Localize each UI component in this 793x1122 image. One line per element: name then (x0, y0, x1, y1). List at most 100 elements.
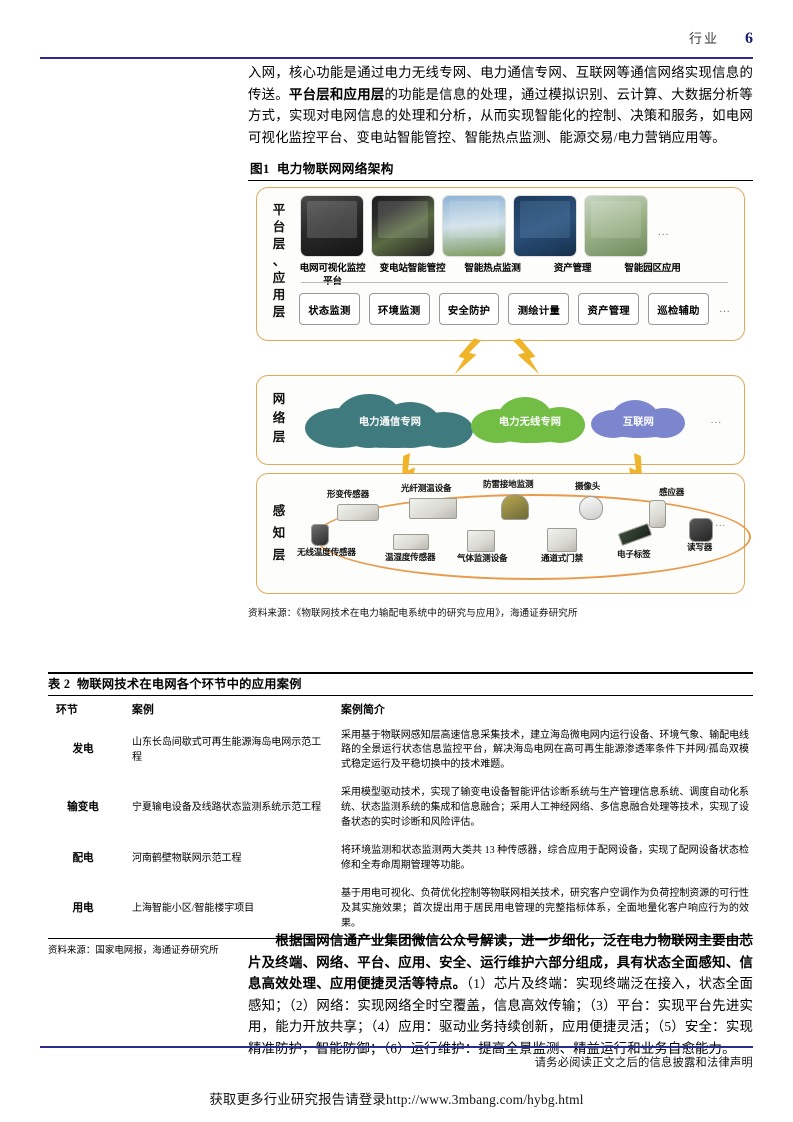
lightning-bolt-icon (451, 335, 483, 380)
thumbnail-hotspot-monitoring-icon (443, 196, 505, 257)
table-row: 配电 河南鹤壁物联网示范工程 将环境监测和状态监测两大类共 13 种传感器，综合… (48, 837, 753, 880)
table-title: 表 2 物联网技术在电网各个环节中的应用案例 (48, 674, 753, 695)
cloud-shape (305, 392, 475, 449)
platform-separator (301, 282, 728, 284)
footer-divider (40, 1046, 753, 1049)
temp-humidity-sensor-icon (393, 534, 429, 551)
table-row: 发电 山东长岛间歇式可再生能源海岛电网示范工程 采用基于物联网感知层高速信息采集… (48, 722, 753, 780)
cloud-power-wireless-network: 电力无线专网 (471, 397, 589, 444)
lightning-ground-monitor-icon (501, 494, 529, 521)
figure-number: 图1 (250, 162, 270, 176)
table-source: 资料来源：国家电网报，海通证券研究所 (48, 946, 219, 957)
app-button: 资产管理 (578, 293, 640, 326)
cell-case: 河南鹤壁物联网示范工程 (132, 852, 242, 864)
platform-thumbnails-ellipsis: ... (658, 226, 670, 239)
platform-caption: 智能热点监测 (464, 263, 521, 275)
header-right-group: 行业 6 (689, 28, 753, 48)
reader-icon (689, 518, 713, 543)
device-lightning-ground-monitor: 防雷接地监测 (483, 479, 534, 521)
footer-disclaimer: 请务必阅读正文之后的信息披露和法律声明 (534, 1057, 753, 1069)
cell-description: 采用基于物联网感知层高速信息采集技术，建立海岛微电网内运行设备、环境气象、输配电… (341, 729, 749, 770)
footer-url-line: 获取更多行业研究报告请登录http://www.3mbang.com/hybg.… (209, 1092, 584, 1107)
column-header-description: 案例简介 (341, 703, 385, 716)
device-fiber-temperature: 光纤测温设备 (401, 483, 457, 520)
page-number: 6 (745, 30, 753, 47)
lightning-bolt-icon (511, 335, 543, 380)
device-deformation-sensor: 形变传感器 (327, 489, 379, 522)
thumbnail-smart-park-icon (585, 196, 647, 257)
sensing-layer: 感知层 形变传感器 光纤测温设备 防雷接地监测 (256, 473, 751, 595)
application-cases-table: 环节 案例 案例简介 发电 山东长岛间歇式可再生能源海岛电网示范工程 采用基于物… (48, 696, 753, 939)
device-inductor: 感应器 (649, 487, 684, 529)
table-title-text: 物联网技术在电网各个环节中的应用案例 (76, 676, 302, 691)
network-layer-ellipsis: ... (710, 414, 722, 427)
application-button-row: 状态监测 环境监测 安全防护 测绘计量 资产管理 巡检辅助 ... (299, 292, 732, 326)
platform-caption-row: 电网可视化监控平台 变电站智能管控 智能热点监测 资产管理 智能园区应用 (297, 262, 730, 287)
device-temp-humidity-sensor: 温湿度传感器 (385, 534, 436, 562)
header-divider (40, 57, 753, 60)
app-button: 巡检辅助 (648, 293, 709, 326)
platform-caption: 智能园区应用 (624, 263, 681, 275)
sensing-device-group: 形变传感器 光纤测温设备 防雷接地监测 摄像头 (297, 478, 751, 589)
app-button: 状态监测 (299, 293, 360, 326)
camera-icon (579, 496, 603, 521)
thumbnail-grid-monitoring-platform-icon (301, 196, 363, 257)
cloud-label: 电力通信专网 (358, 416, 422, 428)
cell-description: 将环境监测和状态监测两大类共 13 种传感器，综合应用于配网设备，实现了配网设备… (341, 845, 749, 871)
table-top-rule (48, 672, 753, 674)
app-button: 测绘计量 (508, 293, 570, 326)
device-wireless-temperature-sensor: 无线温度传感器 (297, 524, 356, 557)
cloud-label: 互联网 (622, 416, 655, 428)
channel-gate-icon (547, 528, 577, 553)
cell-case: 上海智能小区/智能楼宇项目 (132, 903, 255, 915)
inductor-icon (649, 500, 666, 529)
figure-title-text: 电力物联网网络架构 (276, 162, 394, 176)
platform-caption: 变电站智能管控 (379, 263, 446, 275)
platform-application-layer: 平台层、应用层 ... 电网可视化监控平台 变电站智能管控 智能热点监测 资产管… (256, 187, 745, 342)
figure-source: 资料来源：《物联网技术在电力输配电系统中的研究与应用》，海通证券研究所 (248, 608, 578, 620)
cloud-label: 电力无线专网 (498, 417, 562, 429)
cell-case: 山东长岛间歇式可再生能源海岛电网示范工程 (132, 736, 322, 763)
cloud-shape (471, 397, 589, 444)
platform-layer-label: 平台层、应用层 (272, 203, 286, 320)
thumbnail-asset-management-icon (514, 196, 576, 257)
sensing-layer-label: 感知层 (272, 504, 286, 563)
cloud-power-communication-network: 电力通信专网 (305, 392, 475, 449)
device-electronic-tag: 电子标签 (617, 523, 653, 559)
table-title-rule (48, 694, 753, 696)
sensing-ring-graphic (315, 494, 751, 581)
bottom-paragraph-block: 根据国网信通产业集团微信公众号解读，进一步细化，泛在电力物联网主要由芯片及终端、… (248, 930, 753, 1059)
platform-caption: 资产管理 (553, 263, 592, 275)
page-header: 行业 6 (40, 28, 753, 60)
column-header-link: 环节 (56, 703, 78, 716)
cloud-shape (591, 400, 686, 440)
network-cloud-group: 电力通信专网 电力无线专网 (303, 384, 730, 456)
bottom-paragraph: 根据国网信通产业集团微信公众号解读，进一步细化，泛在电力物联网主要由芯片及终端、… (248, 933, 753, 1056)
sensing-layer-ellipsis: ... (715, 518, 726, 530)
top-paragraph-block: 入网，核心功能是通过电力无线专网、电力通信专网、互联网等通信网络实现信息的传送。… (248, 62, 753, 148)
app-button: 安全防护 (438, 293, 500, 326)
column-header-case: 案例 (132, 703, 154, 716)
cell-link: 输变电 (67, 802, 99, 814)
platform-thumbnail-row: ... (301, 196, 728, 268)
cell-link: 用电 (72, 903, 94, 915)
gas-monitor-icon (467, 530, 495, 553)
device-camera: 摄像头 (575, 481, 603, 521)
table-body: 发电 山东长岛间歇式可再生能源海岛电网示范工程 采用基于物联网感知层高速信息采集… (48, 722, 753, 939)
cell-description: 基于用电可视化、负荷优化控制等物联网相关技术，研究客户空调作为负荷控制资源的可行… (341, 888, 749, 929)
table-row: 输变电 宁夏输电设备及线路状态监测系统示范工程 采用模型驱动技术，实现了输变电设… (48, 779, 753, 837)
top-paragraph: 入网，核心功能是通过电力无线专网、电力通信专网、互联网等通信网络实现信息的传送。… (248, 65, 753, 145)
cell-description: 采用模型驱动技术，实现了输变电设备智能评估诊断系统与生产管理信息系统、调度自动化… (341, 787, 749, 828)
app-button: 环境监测 (368, 293, 430, 326)
figure-block: 图1 电力物联网网络架构 平台层、应用层 ... 电网可视化监控平台 变电站智能… (248, 158, 753, 619)
figure-title-rule (248, 180, 753, 182)
network-layer: 网络层 电力通信专网 (256, 375, 745, 466)
table-header-row: 环节 案例 案例简介 (48, 696, 753, 722)
cell-case: 宁夏输电设备及线路状态监测系统示范工程 (132, 802, 322, 814)
cell-link: 发电 (72, 744, 94, 756)
figure-canvas: 平台层、应用层 ... 电网可视化监控平台 变电站智能管控 智能热点监测 资产管… (248, 187, 753, 601)
device-channel-gate: 通道式门禁 (541, 528, 583, 563)
fiber-temperature-icon (409, 498, 457, 520)
application-row-ellipsis: ... (719, 303, 731, 316)
